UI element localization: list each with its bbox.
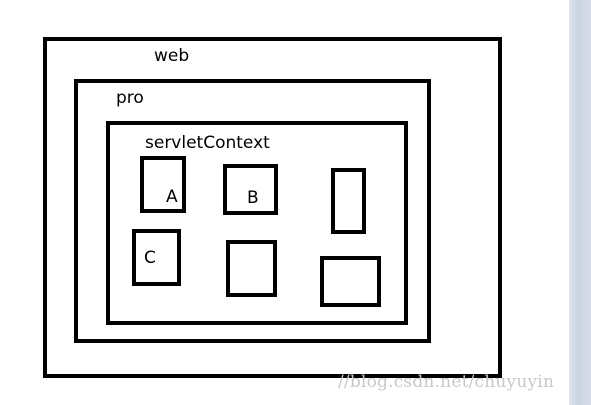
servlet-context-label: servletContext [145, 133, 270, 153]
web-container-label: web [154, 46, 190, 66]
cell-top-right-box [331, 168, 366, 234]
cell-bottom-right-box [320, 256, 381, 307]
pro-container-label: pro [116, 88, 144, 108]
window-edge-strip [569, 0, 591, 405]
cell-c-label: C [144, 248, 156, 268]
cell-a-box: A [140, 156, 186, 213]
cell-a-label: A [166, 187, 178, 207]
cell-bottom-middle-box [226, 240, 277, 297]
cell-b-label: B [247, 188, 259, 208]
servlet-context-box [106, 121, 408, 325]
pro-container-box [74, 79, 431, 343]
watermark-text: //blog.csdn.net/chuyuyin [338, 372, 555, 392]
cell-b-box: B [223, 164, 278, 215]
web-container-box [43, 37, 502, 378]
cell-c-box: C [132, 229, 181, 286]
